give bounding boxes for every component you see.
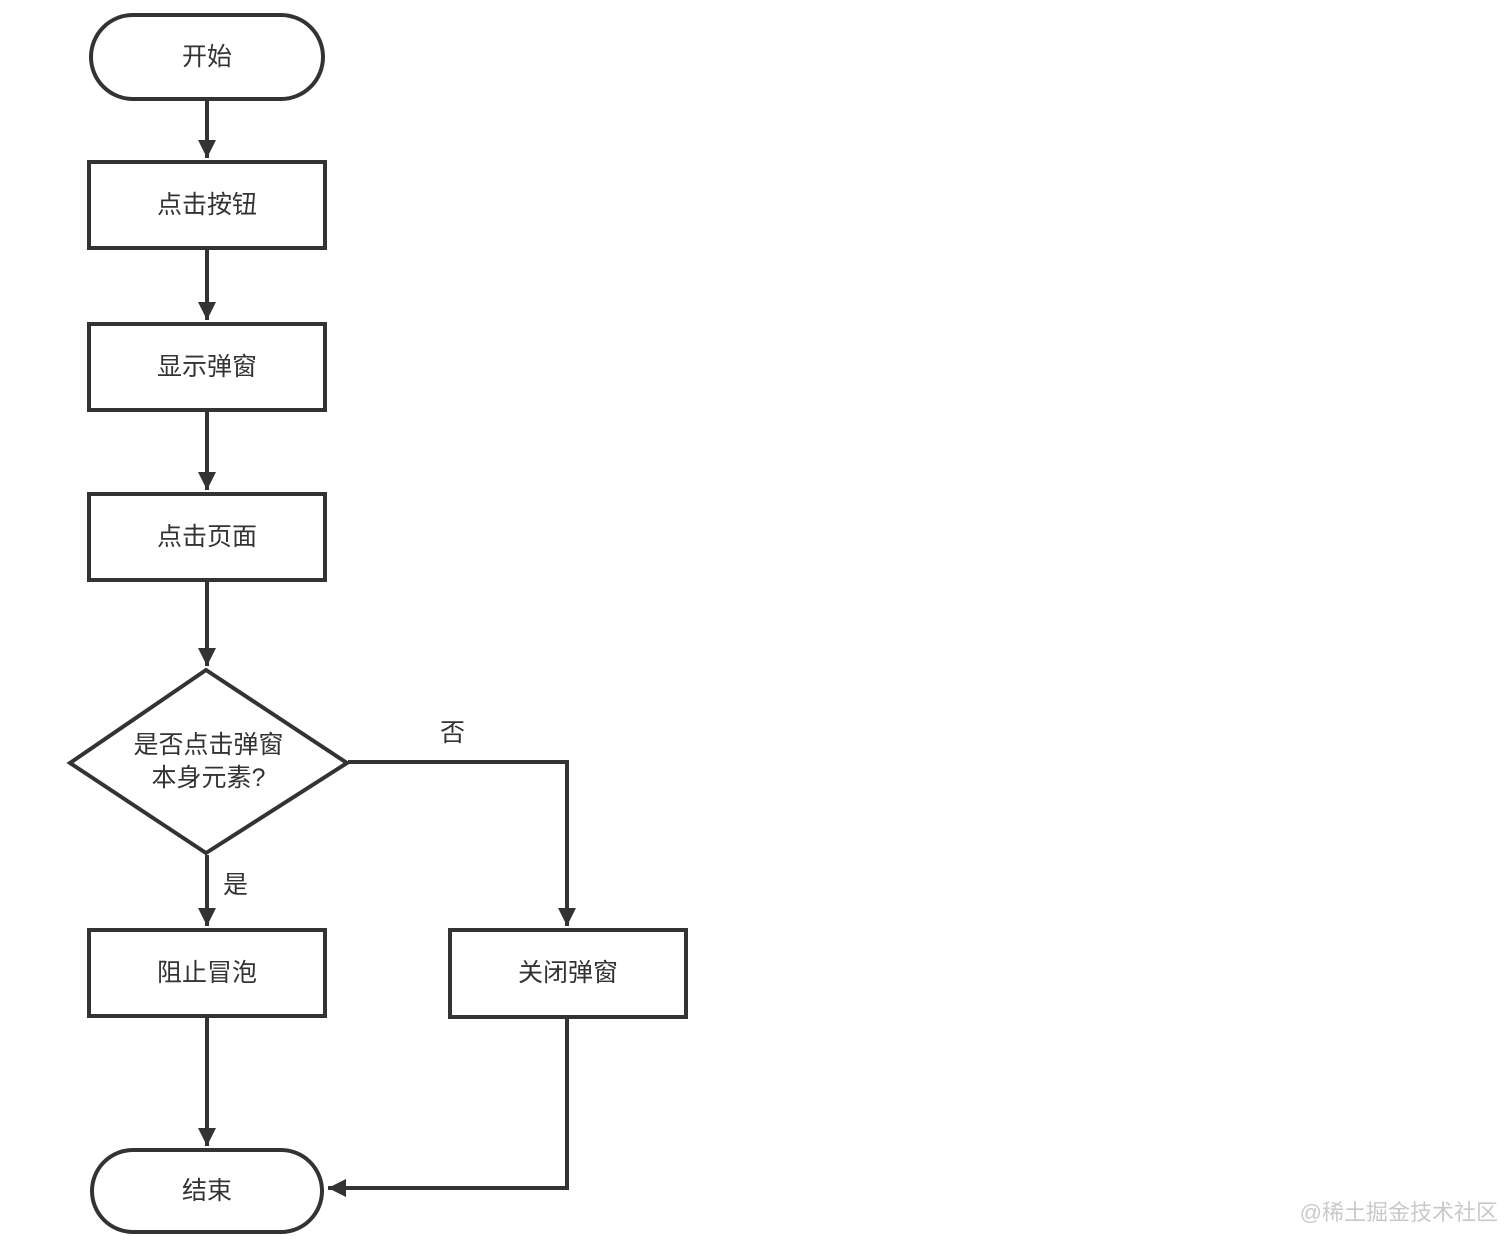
click-page-process-shape [87,492,327,582]
node-click-button-label: 点击按钮 [156,190,257,219]
decision-label-line2: 本身元素? [151,763,266,792]
start-terminator-shape [89,13,325,101]
node-end-label: 结束 [181,1176,232,1205]
arrow-decision-no-to-close-popup [348,760,576,926]
arrow-close-popup-to-end [328,1018,569,1197]
click-button-process-shape [87,160,327,250]
end-terminator-shape [90,1148,324,1234]
close-popup-process-shape [448,928,688,1019]
node-start-label: 开始 [181,42,232,71]
edge-yes-label: 是 [223,871,249,899]
edge-no-label: 否 [440,719,466,747]
node-stop-bubbling-label: 阻止冒泡 [156,958,257,987]
decision-label-line1: 是否点击弹窗 [133,730,284,759]
node-show-popup-label: 显示弹窗 [156,352,257,381]
show-popup-process-shape [87,322,327,412]
node-decision-label: 是否点击弹窗 本身元素? [70,670,347,853]
stop-bubbling-process-shape [87,928,327,1018]
juejin-watermark: @稀土掘金技术社区 [1299,1200,1498,1225]
node-click-page-label: 点击页面 [156,522,257,551]
node-close-popup-label: 关闭弹窗 [517,959,618,987]
decision-diamond-shape [66,667,351,856]
